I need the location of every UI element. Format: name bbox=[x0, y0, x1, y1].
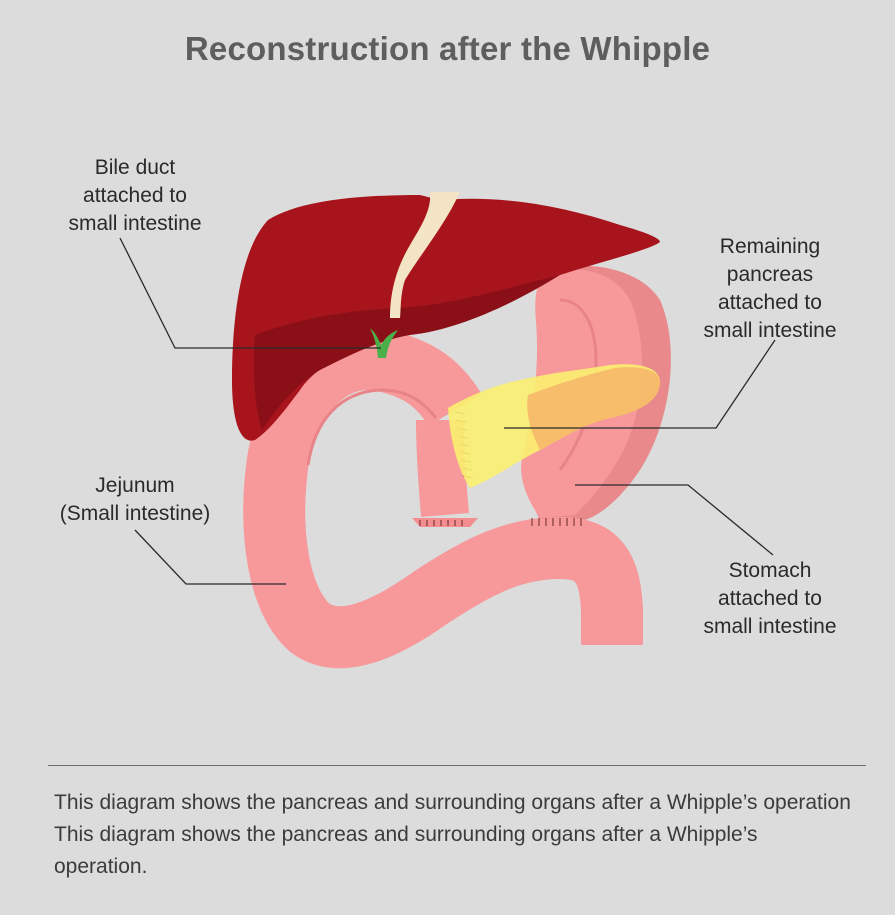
label-jejunum: Jejunum (Small intestine) bbox=[40, 472, 230, 528]
jejunum-end bbox=[412, 518, 478, 527]
caption-divider bbox=[48, 765, 866, 766]
jejunum-limb bbox=[440, 420, 445, 515]
diagram-caption: This diagram shows the pancreas and surr… bbox=[54, 787, 854, 883]
label-stomach: Stomach attached to small intestine bbox=[670, 557, 870, 641]
label-remaining-pancreas: Remaining pancreas attached to small int… bbox=[670, 233, 870, 345]
label-bile-duct: Bile duct attached to small intestine bbox=[40, 154, 230, 238]
